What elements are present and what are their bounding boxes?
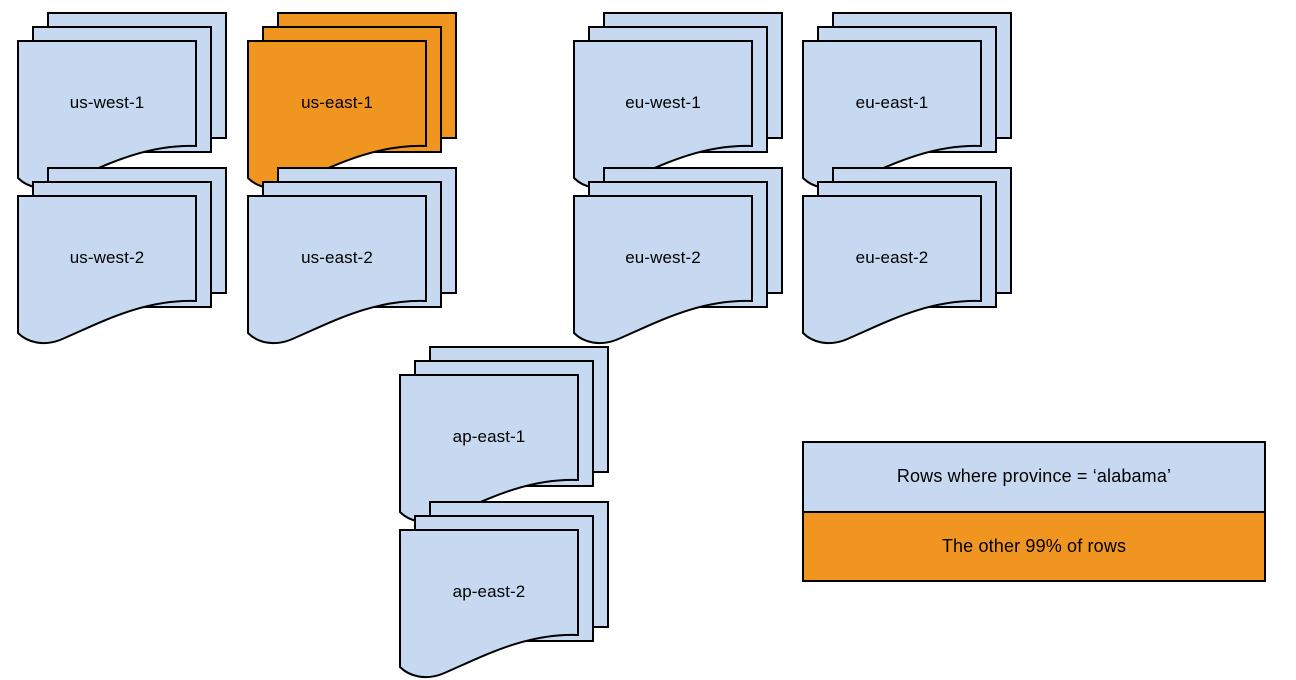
legend-label-secondary: The other 99% of rows [941, 535, 1127, 556]
document-stack-us-west-2[interactable]: us-west-2 [17, 167, 233, 356]
document-stack-eu-west-2[interactable]: eu-west-2 [573, 167, 789, 356]
document-sheet-front [247, 195, 427, 345]
document-sheet-front [802, 40, 982, 190]
legend-box: Rows where province = ‘alabama’ The othe… [802, 441, 1266, 582]
document-sheet-front [573, 40, 753, 190]
document-stack-us-west-1[interactable]: us-west-1 [17, 12, 233, 201]
document-sheet-front [802, 195, 982, 345]
document-stack-eu-east-1[interactable]: eu-east-1 [802, 12, 1018, 201]
legend-label-primary: Rows where province = ‘alabama’ [896, 466, 1172, 487]
legend-row-primary: Rows where province = ‘alabama’ [804, 443, 1264, 513]
document-stack-us-east-1[interactable]: us-east-1 [247, 12, 463, 201]
document-sheet-front [573, 195, 753, 345]
document-stack-ap-east-2[interactable]: ap-east-2 [399, 501, 615, 680]
document-stack-eu-east-2[interactable]: eu-east-2 [802, 167, 1018, 356]
document-sheet-front [399, 529, 579, 679]
document-sheet-front [399, 374, 579, 524]
document-sheet-front [247, 40, 427, 190]
document-sheet-front [17, 195, 197, 345]
legend-row-secondary: The other 99% of rows [804, 512, 1264, 580]
document-stack-eu-west-1[interactable]: eu-west-1 [573, 12, 789, 201]
document-stack-us-east-2[interactable]: us-east-2 [247, 167, 463, 356]
document-sheet-front [17, 40, 197, 190]
